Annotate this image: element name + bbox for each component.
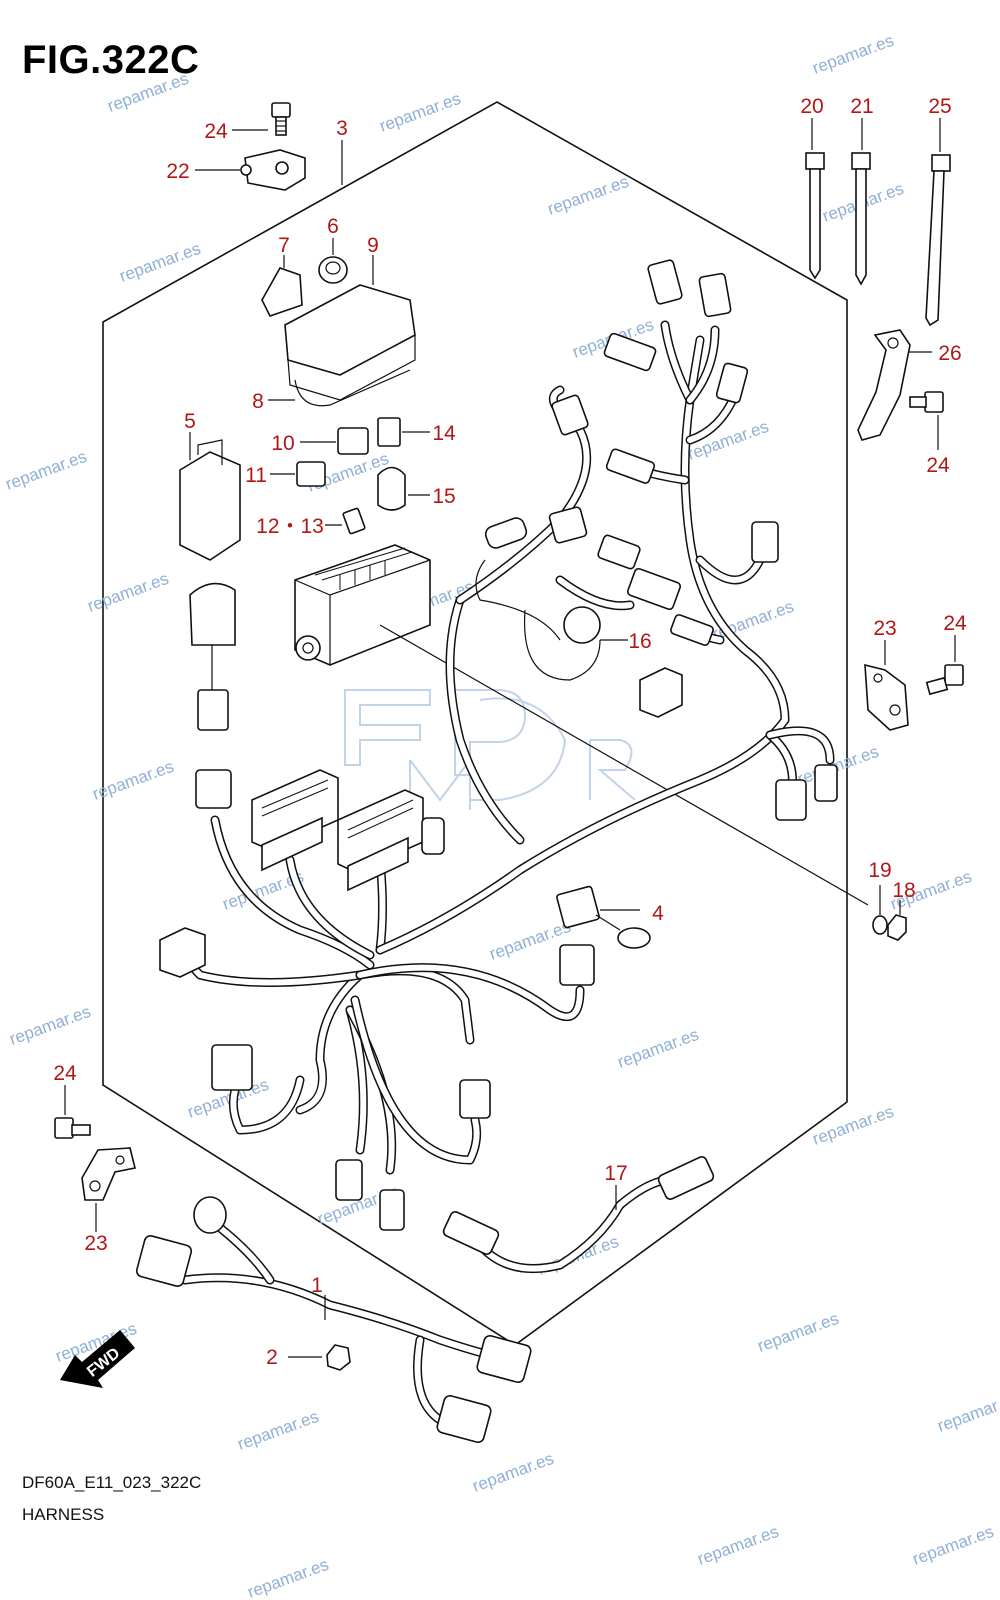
fuse-14 [377, 417, 401, 447]
watermark: repamar.es [545, 172, 631, 219]
callout-26: 26 [938, 342, 961, 365]
callout-22: 22 [166, 160, 189, 183]
figure-title: FIG.322C [22, 38, 200, 82]
watermark: repamar.es [910, 1522, 996, 1569]
watermark: repamar.es [695, 1522, 781, 1569]
callout-24-right: 24 [926, 454, 950, 477]
bracket-26 [857, 329, 911, 441]
callout-3: 3 [336, 117, 348, 140]
sensor-plug [484, 517, 528, 549]
watermark: repamar.es [795, 742, 881, 789]
watermark: repamar.es [810, 31, 896, 78]
callout-16: 16 [628, 630, 651, 653]
bolt-24-top [271, 102, 291, 136]
washer-19 [872, 915, 888, 935]
ground-terminal-4 [556, 885, 651, 949]
harness-grommet [159, 927, 206, 978]
figure-name: HARNESS [22, 1505, 105, 1524]
relay-11 [296, 461, 326, 487]
callout-7: 7 [278, 234, 290, 257]
relay-10 [337, 427, 369, 455]
watermark: repamar.es [615, 1025, 701, 1072]
watermark: repamar.es [245, 1555, 331, 1600]
harness-1 [135, 1196, 532, 1444]
bracket-23-right [864, 663, 909, 731]
callout-24-top: 24 [204, 120, 228, 143]
connector-small [195, 259, 838, 1231]
bolt-24-right [909, 391, 944, 413]
nut-18 [887, 914, 907, 941]
callout-10: 10 [271, 432, 294, 455]
callout-21: 21 [850, 95, 873, 118]
relay-holder-5 [179, 439, 241, 561]
callout-20: 20 [800, 95, 823, 118]
watermark: repamar.es [105, 69, 191, 116]
clip-7 [261, 267, 303, 317]
watermark: repamar.es [235, 1407, 321, 1454]
callout-23-right: 23 [873, 617, 896, 640]
fuse-box-cover-9 [284, 284, 416, 407]
callout-19: 19 [868, 859, 891, 882]
callout-23-left: 23 [84, 1232, 107, 1255]
callout-17: 17 [604, 1162, 627, 1185]
callout-15: 15 [432, 485, 455, 508]
watermark: repamar.es [85, 569, 171, 616]
callout-2: 2 [266, 1346, 278, 1369]
callout-9: 9 [367, 234, 379, 257]
left-relay-connector [189, 582, 236, 731]
callout-14: 14 [432, 422, 456, 445]
bracket-22 [240, 149, 306, 191]
callout-11: 11 [245, 464, 267, 487]
cable-tie-20 [805, 152, 825, 280]
callout-12-13: 12・13 [256, 515, 324, 538]
watermark: repamar.es [935, 1389, 1000, 1436]
main-fuse-box [294, 544, 431, 666]
callout-24-right-lower: 24 [943, 612, 967, 635]
figure-code: DF60A_E11_023_322C [22, 1473, 202, 1492]
cable-tie-21 [851, 152, 871, 286]
sensor-16-wire [523, 609, 601, 681]
callout-5: 5 [184, 410, 196, 433]
sensor-16 [563, 606, 601, 644]
watermark: repamar.es [7, 1002, 93, 1049]
callout-4: 4 [652, 902, 664, 925]
watermark-logo [344, 689, 636, 810]
bolt-24-lower-left [54, 1117, 91, 1139]
connector-block-b [337, 789, 424, 892]
bracket-23-lower-left [81, 1147, 136, 1201]
connector-block-a [251, 769, 339, 872]
watermark: repamar.es [810, 1102, 896, 1149]
assembly-outline [102, 101, 848, 1346]
watermark: repamar.es [117, 239, 203, 286]
nut-2 [326, 1344, 351, 1371]
callouts: 1 2 3 4 5 6 7 8 9 10 11 12・13 14 15 16 1… [53, 95, 967, 1369]
sensor-wire [475, 559, 561, 641]
callout-24-lower-left: 24 [53, 1062, 77, 1085]
cap-15 [377, 466, 406, 511]
sub-harness-17 [442, 1156, 715, 1273]
callout-18: 18 [892, 879, 915, 902]
watermark: repamar.es [755, 1309, 841, 1356]
callout-1: 1 [311, 1274, 323, 1297]
callout-8: 8 [252, 390, 264, 413]
watermark: repamar.es [3, 447, 89, 494]
cable-tie-25 [925, 154, 951, 327]
fuse-12-13 [342, 507, 366, 535]
bolt-24-right-lower [925, 664, 964, 696]
watermark: repamar.es [470, 1449, 556, 1496]
callout-6: 6 [327, 215, 339, 238]
harness-grommet [639, 667, 683, 718]
callout-25: 25 [928, 95, 951, 118]
grommet-6 [318, 256, 348, 284]
